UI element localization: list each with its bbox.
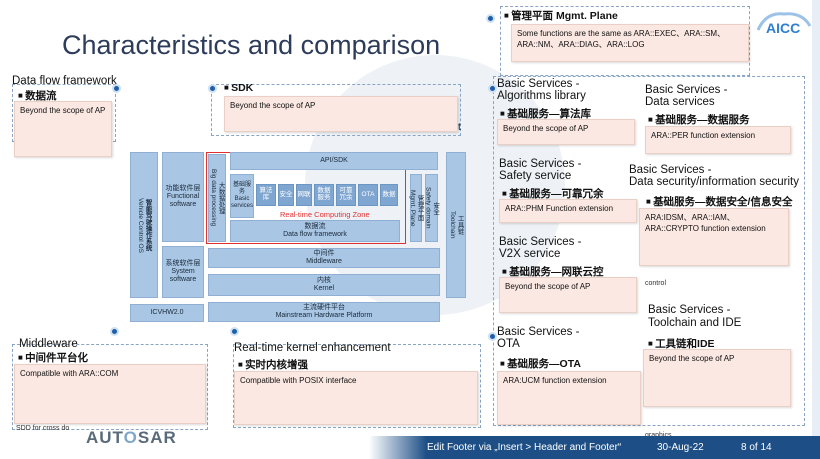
right-edge-stripe bbox=[812, 0, 820, 459]
kernel-block: 内核 Kernel bbox=[208, 274, 440, 296]
dataflow-section-title: Data flow framework bbox=[12, 75, 117, 87]
footer-page-number: 8 of 14 bbox=[741, 442, 772, 453]
middleware-connector-dot bbox=[110, 327, 119, 336]
middleware-note: Compatible with ARA::COM bbox=[14, 364, 206, 424]
cell-ota: OTA bbox=[358, 184, 378, 206]
ota-bullet: 基础服务—OTA bbox=[500, 356, 581, 371]
mgmt-connector-dot bbox=[486, 14, 495, 23]
rt-kernel-note: Compatible with POSIX interface bbox=[234, 371, 478, 425]
dataflow-note: Beyond the scope of AP bbox=[14, 101, 112, 157]
icvhw-block: ICVHW2.0 bbox=[130, 304, 204, 322]
rt-kernel-section-title: Real-time kernel enhancement bbox=[234, 342, 391, 354]
rt-kernel-bullet: 实时内核增强 bbox=[238, 357, 308, 372]
rt-kernel-dashed-box bbox=[233, 344, 481, 428]
sdk-note: Beyond the scope of AP bbox=[224, 96, 458, 132]
data-services-bullet: 基础服务—数据服务 bbox=[648, 112, 750, 127]
basic-services-block: 基础服务 Basic services bbox=[230, 174, 254, 218]
ota-note: ARA:UCM function extension bbox=[497, 371, 641, 425]
footer-date: 30-Aug-22 bbox=[657, 442, 704, 453]
middleware-bullet: 中间件平台化 bbox=[18, 350, 88, 365]
mgmt-bullet: 管理平面 Mgmt. Plane bbox=[504, 8, 618, 23]
cell-safety: 安全 bbox=[278, 184, 294, 206]
safety-title-line1: Basic Services - bbox=[499, 158, 582, 170]
svg-text:AICC: AICC bbox=[766, 20, 800, 36]
sdk-trailing-char: t bbox=[458, 122, 461, 133]
sdk-bullet: SDK bbox=[224, 82, 253, 94]
ota-title-line2: OTA bbox=[497, 338, 520, 350]
algorithms-bullet: 基础服务—算法库 bbox=[500, 106, 591, 121]
safety-note: ARA::PHM Function extension bbox=[499, 199, 637, 223]
api-sdk-block: API/SDK bbox=[230, 152, 438, 170]
safety-domain-block: 安全 Safety domain bbox=[425, 174, 439, 242]
middleware-block: 中间件 Middleware bbox=[208, 248, 440, 268]
toolchain-title-line1: Basic Services - bbox=[648, 304, 731, 316]
architecture-diagram: 智能驾驶操作系统 Vehicle Control OS 功能软件层 Functi… bbox=[130, 148, 468, 324]
cell-redundancy: 可靠冗余 bbox=[336, 184, 356, 206]
rt-kernel-connector-dot bbox=[230, 327, 239, 336]
dataflow-connector-dot bbox=[112, 84, 121, 93]
security-title-line2: Data security/information security bbox=[629, 176, 800, 188]
safety-bullet: 基础服务—可靠冗余 bbox=[502, 186, 604, 201]
cell-v2x: 网联 bbox=[296, 184, 312, 206]
v2x-bullet: 基础服务—网联云控 bbox=[502, 264, 604, 279]
algorithms-note: Beyond the scope of AP bbox=[497, 119, 635, 145]
toolchain-title-line2: Toolchain and IDE bbox=[648, 317, 742, 329]
dataflow-bullet: 数据流 bbox=[18, 88, 57, 103]
footer-edit-text: Edit Footer via „Insert > Header and Foo… bbox=[427, 442, 622, 453]
realtime-zone-label: Real-time Computing Zone bbox=[280, 210, 370, 219]
security-peek-text: control bbox=[645, 280, 667, 287]
mgmt-note: Some functions are the same as ARA::EXEC… bbox=[511, 24, 749, 62]
dataflow-block: 数据流 Data flow framework bbox=[230, 220, 400, 242]
middleware-section-title: Middleware bbox=[19, 338, 78, 350]
ota-connector-dot bbox=[488, 332, 497, 341]
system-software-block: 系统软件层 System software bbox=[162, 246, 204, 298]
toolchain-peek-text: graphics bbox=[645, 432, 671, 439]
v2x-title-line1: Basic Services - bbox=[499, 236, 582, 248]
ota-title-line1: Basic Services - bbox=[497, 326, 580, 338]
aicc-logo: AICC bbox=[756, 12, 812, 36]
mgmt-plane-block: 管理平面 Mgmt. Plane bbox=[409, 174, 423, 242]
data-services-note: ARA::PER function extension bbox=[645, 126, 791, 154]
functional-software-block: 功能软件层 Functional software bbox=[162, 152, 204, 242]
data-services-title-line1: Basic Services - bbox=[645, 84, 728, 96]
toolchain-block: 工具链 Toolchain bbox=[446, 152, 466, 298]
footer-bar bbox=[0, 436, 820, 459]
services-dashed-box bbox=[493, 76, 805, 426]
safety-title-line2: Safety service bbox=[499, 170, 572, 182]
mgmt-dashed-box bbox=[500, 6, 750, 76]
security-note: ARA:IDSM、ARA::IAM、ARA::CRYPTO function e… bbox=[639, 208, 789, 266]
sdk-connector-dot bbox=[208, 84, 217, 93]
data-services-title-line2: Data services bbox=[645, 96, 715, 108]
sdk-dashed-box bbox=[211, 84, 461, 136]
v2x-title-line2: V2X service bbox=[499, 248, 561, 260]
vehicle-os-block: 智能驾驶操作系统 Vehicle Control OS bbox=[130, 152, 158, 298]
security-bullet: 基础服务—数据安全/信息安全 bbox=[646, 194, 792, 209]
sdd-peek-text: SDD for cross do bbox=[16, 425, 70, 432]
cell-data: 数据 bbox=[380, 184, 398, 206]
middleware-dashed-box bbox=[12, 344, 208, 430]
cell-data-services: 数据服务 bbox=[314, 184, 334, 206]
toolchain-bullet: 工具链和IDE bbox=[648, 336, 715, 351]
security-title-line1: Basic Services - bbox=[629, 164, 712, 176]
hardware-block: 主流硬件平台 Mainstream Hardware Platform bbox=[208, 302, 440, 322]
cell-algorithms: 算法库 bbox=[256, 184, 276, 206]
toolchain-note: Beyond the scope of AP bbox=[643, 349, 791, 407]
autosar-logo: AUTOSAR bbox=[86, 428, 177, 447]
big-data-block: 大数据处理 Big data processing bbox=[208, 154, 226, 242]
algorithms-title-line2: Algorithms library bbox=[497, 90, 586, 102]
v2x-note: Beyond the scope of AP bbox=[499, 277, 637, 313]
algorithms-connector-dot bbox=[488, 84, 497, 93]
algorithms-title-line1: Basic Services - bbox=[497, 78, 580, 90]
slide-title: Characteristics and comparison bbox=[62, 30, 441, 60]
